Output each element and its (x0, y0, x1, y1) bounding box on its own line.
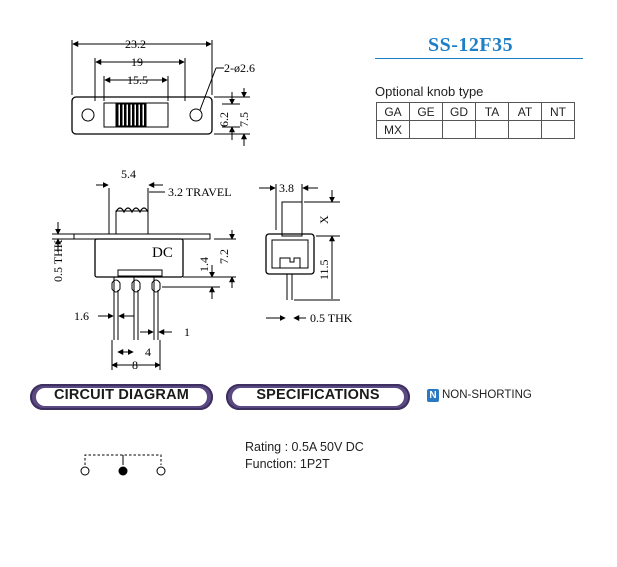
dim-pin-pitch: 4 (145, 345, 151, 359)
pin-head (131, 279, 141, 293)
end-view (259, 184, 340, 321)
non-shorting-icon: N (427, 389, 439, 402)
dim-pin-span: 8 (132, 358, 138, 372)
end-body-inner (271, 239, 309, 269)
end-contact (279, 257, 301, 268)
top-view-plate (71, 96, 213, 135)
dim-knob-height: X (317, 215, 331, 224)
table-row: MX (376, 120, 575, 139)
dim-hole-note: 2-ø2.6 (224, 61, 255, 75)
knob-cell: NT (541, 102, 575, 121)
dim-slot-length: 15.5 (127, 73, 148, 87)
dim-pin-thickness: 1 (184, 325, 190, 339)
dim-total-height: 7.5 (237, 112, 251, 127)
switch-contact-path (84, 454, 162, 465)
terminal-open (80, 466, 90, 476)
side-knob (115, 210, 149, 235)
dim-end-width: 3.8 (279, 181, 294, 195)
side-view (52, 182, 236, 370)
circuit-diagram-title: CIRCUIT DIAGRAM (53, 387, 190, 403)
specifications-header: SPECIFICATIONS (226, 384, 410, 410)
pin-head (111, 279, 121, 293)
body-label: DC (152, 245, 173, 261)
dim-knob-width: 5.4 (121, 167, 136, 181)
slider-slot (103, 102, 169, 128)
top-view (71, 40, 250, 146)
end-knob (281, 201, 303, 237)
knob-type-table: GA GE GD TA AT NT MX (376, 102, 575, 139)
dim-travel: 3.2 TRAVEL (168, 185, 232, 199)
knob-cell: GE (409, 102, 443, 121)
end-body (265, 233, 315, 275)
dim-plate-height: 6.2 (217, 112, 231, 127)
mount-hole-right (189, 108, 203, 122)
spec-rating: Rating : 0.5A 50V DC (245, 440, 364, 454)
model-title: SS-12F35 (428, 34, 514, 56)
terminal-common (118, 466, 128, 476)
dim-base-height: 1.4 (197, 257, 211, 272)
title-underline (375, 58, 583, 59)
spec-function: Function: 1P2T (245, 457, 330, 471)
knob-type-label: Optional knob type (375, 84, 484, 99)
dim-overall-width: 23.2 (125, 37, 146, 51)
mount-hole-left (81, 108, 95, 122)
circuit-diagram (80, 454, 166, 476)
dim-end-thickness: 0.5 THK (310, 311, 353, 325)
pin-head (151, 279, 161, 293)
side-body (94, 238, 184, 278)
dim-body-height: 7.2 (217, 249, 231, 264)
terminal-open (156, 466, 166, 476)
dim-hole-spacing: 19 (131, 55, 143, 69)
dim-end-height: 11.5 (317, 259, 331, 280)
slider-knob (115, 103, 147, 127)
dim-pin-width: 1.6 (74, 309, 89, 323)
side-base (117, 269, 163, 277)
knob-cell (541, 120, 575, 139)
circuit-diagram-header: CIRCUIT DIAGRAM (30, 384, 213, 410)
specifications-title: SPECIFICATIONS (256, 387, 380, 403)
knob-ridges (115, 207, 149, 214)
dim-plate-thickness: 0.5 THK (51, 239, 65, 282)
non-shorting-label: NON-SHORTING (442, 389, 532, 401)
side-plate (73, 233, 211, 240)
